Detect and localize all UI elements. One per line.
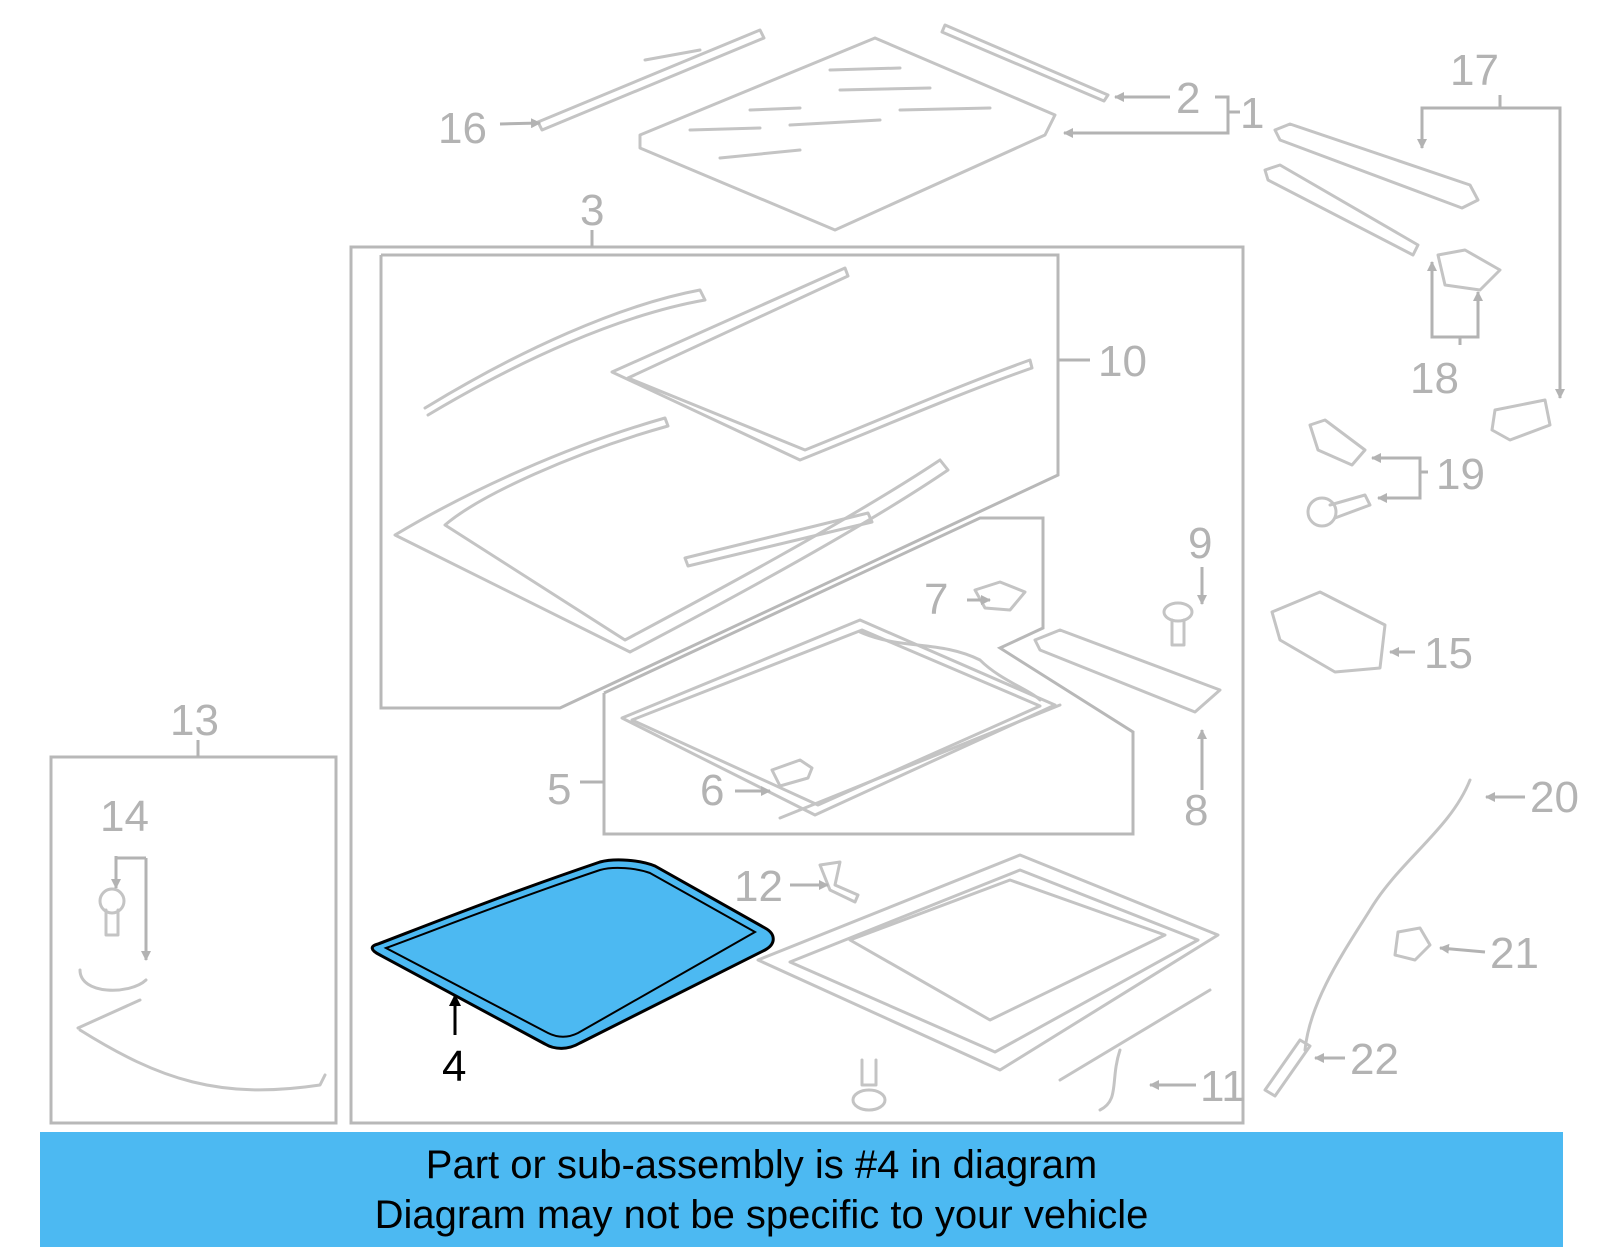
callout-13: 13 (170, 696, 219, 745)
housing-part (756, 853, 1220, 1072)
info-banner: Part or sub-assembly is #4 in diagram Di… (40, 1132, 1563, 1247)
callout-5: 5 (547, 765, 571, 814)
callout-7: 7 (924, 575, 948, 624)
callout-6: 6 (700, 766, 724, 815)
callout-19: 19 (1436, 450, 1485, 499)
clip-part-21 (1393, 926, 1432, 962)
subassembly-frame-10 (379, 253, 1060, 710)
callout-10: 10 (1098, 337, 1147, 386)
callout-16: 16 (438, 104, 487, 153)
callout-2: 2 (1176, 74, 1200, 123)
callout-21: 21 (1490, 929, 1539, 978)
callout-1: 1 (1240, 89, 1264, 138)
callout-17: 17 (1450, 46, 1499, 95)
rail-assembly-part-17 (1263, 122, 1552, 442)
bolt-housing (851, 1058, 887, 1112)
clip-part-6 (770, 758, 814, 788)
valve-part-22 (1263, 1038, 1312, 1098)
callout-11: 11 (1200, 1062, 1246, 1111)
drain-hose-part-20 (1303, 778, 1472, 1052)
banner-line-1: Part or sub-assembly is #4 in diagram (425, 1142, 1098, 1187)
callout-18: 18 (1410, 354, 1459, 403)
callout-12: 12 (734, 862, 783, 911)
bracket-part-8 (1033, 628, 1222, 714)
callout-8: 8 (1184, 786, 1208, 835)
clip-part-7 (973, 580, 1027, 612)
seal-part-13 (76, 968, 327, 1092)
callout-9: 9 (1188, 519, 1212, 568)
bolt-part-9 (1162, 601, 1194, 647)
bracket-part-12 (818, 860, 860, 904)
sunroof-frame-part-5 (620, 618, 1062, 820)
assembly-frame-3 (349, 245, 1245, 1125)
leader-lines (111, 92, 1565, 1090)
banner-line-2: Diagram may not be specific to your vehi… (374, 1192, 1149, 1237)
seal-strip-part-2 (940, 23, 1110, 103)
subassembly-frame-13 (49, 755, 338, 1125)
wire-harness-part-11 (1058, 988, 1212, 1112)
highlighted-part-4[interactable] (370, 858, 775, 1050)
glass-panel-part (638, 36, 1057, 232)
motor-part-15 (1270, 590, 1387, 674)
screw-part-14 (98, 887, 126, 937)
plug-screw-part-19 (1306, 418, 1372, 528)
callout-15: 15 (1424, 629, 1473, 678)
callout-3: 3 (580, 186, 604, 235)
callout-22: 22 (1350, 1035, 1399, 1084)
callout-20: 20 (1530, 773, 1579, 822)
callout-4: 4 (442, 1042, 466, 1091)
callout-14: 14 (100, 792, 149, 841)
seal-set-part-10 (393, 266, 1034, 654)
subassembly-frame-5 (602, 516, 1135, 836)
